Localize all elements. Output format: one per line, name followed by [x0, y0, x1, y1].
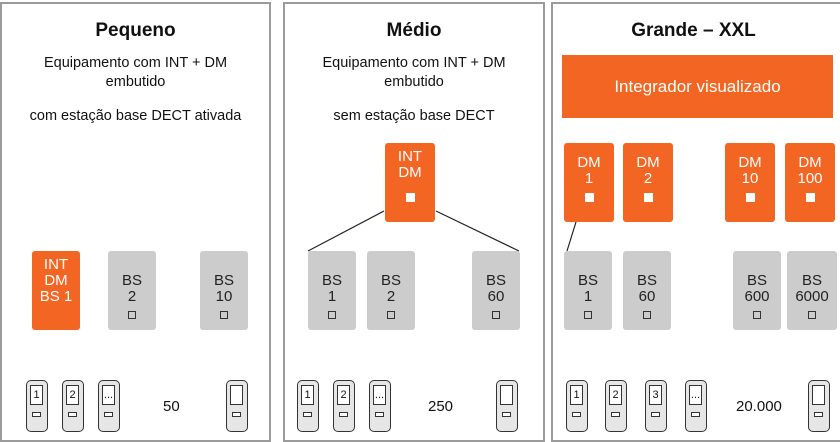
panel-title: Médio [386, 20, 442, 41]
status-led-icon [805, 193, 815, 202]
status-led-icon [220, 311, 228, 319]
handset-screen: 1 [301, 385, 314, 405]
base-station-box: BS 2 [367, 251, 415, 330]
panel-description: Equipamento com INT + DM embutido [43, 55, 228, 90]
status-led-icon [584, 193, 594, 202]
base-station-box: BS 60 [623, 251, 671, 330]
panel-description-2: sem estação base DECT [333, 108, 495, 124]
int-dm-box: INT DM [385, 143, 435, 222]
integrator-box: Integrador visualizado [562, 55, 833, 118]
dm-box: DM 1 [564, 143, 614, 222]
box-number: 2 [643, 170, 653, 187]
handset-icon: ... [369, 380, 391, 432]
box-number: 2 [127, 288, 137, 305]
status-led-icon [387, 311, 395, 319]
panel-title: Pequeno [95, 20, 176, 41]
box-number: 60 [487, 288, 505, 305]
handset-icon: ... [98, 380, 120, 432]
box-label: DM [44, 272, 68, 289]
base-station-box: BS 6000 [787, 251, 837, 330]
status-led-icon [328, 311, 336, 319]
handset-icon: 1 [26, 380, 48, 432]
panel-title: Grande – XXL [631, 20, 756, 41]
handset-icon: 1 [566, 380, 588, 432]
handset-icon: 1 [297, 380, 319, 432]
handset-count: 50 [163, 398, 180, 415]
status-led-icon [745, 193, 755, 202]
panel-medium: Médio Equipamento com INT + DM embutido … [283, 2, 545, 442]
handset-count: 250 [428, 398, 454, 415]
handset-count: 20.000 [736, 398, 782, 415]
handset-icon [496, 380, 518, 432]
box-number: 1 [583, 288, 593, 305]
box-label: BS [485, 272, 506, 289]
handset-screen [230, 385, 243, 405]
box-label: DM [577, 154, 601, 171]
box-label: BS [746, 272, 767, 289]
box-label: INT [43, 256, 69, 273]
handset-screen: 2 [337, 385, 350, 405]
box-number: 600 [744, 288, 770, 305]
base-station-box: BS 60 [472, 251, 520, 330]
base-station-box: BS 1 [564, 251, 612, 330]
box-label: BS [636, 272, 657, 289]
status-led-icon [753, 311, 761, 319]
handset-icon [808, 380, 830, 432]
panel-description: Equipamento com INT + DM embutido [322, 55, 506, 90]
int-dm-bs-box: INT DM BS 1 [32, 251, 80, 330]
handset-screen: 1 [570, 385, 583, 405]
box-number: 100 [797, 170, 823, 187]
status-led-icon [584, 311, 592, 319]
handset-icon: 2 [605, 380, 627, 432]
box-label: BS [801, 272, 822, 289]
box-number: 10 [215, 288, 233, 305]
handset-screen: 1 [30, 385, 43, 405]
handset-screen: ... [689, 385, 702, 405]
box-label: DM [398, 164, 422, 181]
handset-screen [500, 385, 513, 405]
status-led-icon [405, 193, 415, 202]
status-led-icon [643, 193, 653, 202]
box-number: 2 [386, 288, 396, 305]
panel-description-2: com estação base DECT ativada [29, 108, 242, 124]
dm-box: DM 10 [725, 143, 775, 222]
dm-box: DM 2 [623, 143, 673, 222]
box-label: INT [397, 148, 423, 165]
handset-screen: 2 [609, 385, 622, 405]
handset-icon [226, 380, 248, 432]
panel-small: Pequeno Equipamento com INT + DM embutid… [0, 2, 271, 442]
box-label: DM [636, 154, 660, 171]
box-label: BS [380, 272, 401, 289]
handset-icon: 2 [62, 380, 84, 432]
box-number: 1 [584, 170, 594, 187]
box-number: 60 [638, 288, 656, 305]
status-led-icon [492, 311, 500, 319]
handset-screen: 2 [66, 385, 79, 405]
handset-screen: ... [373, 385, 386, 405]
base-station-box: BS 2 [108, 251, 156, 330]
handset-icon: ... [685, 380, 707, 432]
handset-icon: 2 [333, 380, 355, 432]
base-station-box: BS 600 [733, 251, 781, 330]
status-led-icon [808, 311, 816, 319]
base-station-box: BS 1 [308, 251, 356, 330]
box-label: DM [798, 154, 822, 171]
box-label: BS [321, 272, 342, 289]
box-label: BS [213, 272, 234, 289]
status-led-icon [643, 311, 651, 319]
box-label: BS 1 [39, 288, 73, 305]
status-led-icon [128, 311, 136, 319]
handset-screen: 3 [649, 385, 662, 405]
handset-screen [812, 385, 825, 405]
box-label: BS [577, 272, 598, 289]
box-label: DM [738, 154, 762, 171]
box-number: 1 [327, 288, 337, 305]
box-label: BS [121, 272, 142, 289]
dm-box: DM 100 [785, 143, 835, 222]
box-number: 10 [741, 170, 759, 187]
handset-icon: 3 [645, 380, 667, 432]
handset-screen: ... [102, 385, 115, 405]
box-number: 6000 [795, 288, 829, 305]
base-station-box: BS 10 [200, 251, 248, 330]
